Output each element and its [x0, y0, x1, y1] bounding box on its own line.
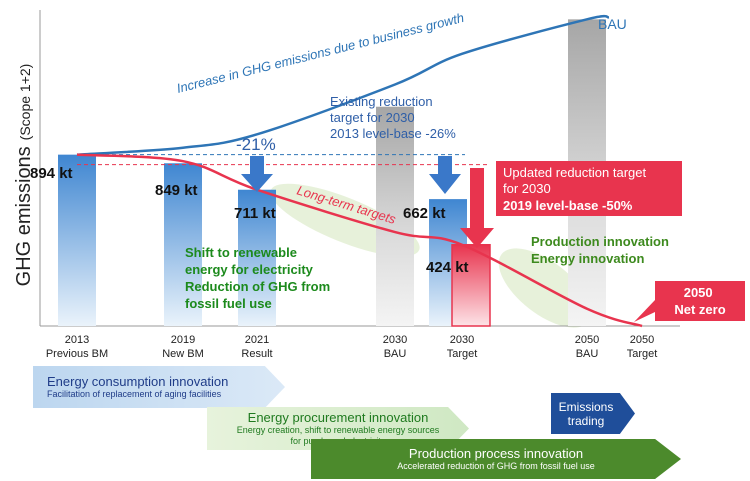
- energy-consumption-subtitle: Facilitation of replacement of aging fac…: [47, 389, 222, 399]
- existing-target-line-3: 2013 level-base -26%: [330, 126, 456, 141]
- net-zero-line-1: 2050: [684, 285, 713, 300]
- pct-21-label: -21%: [236, 135, 276, 154]
- bar-value-label: 894 kt: [30, 165, 73, 182]
- bar-value-label: 711 kt: [234, 205, 276, 222]
- arrow-down-existing-icon: [429, 156, 461, 194]
- bar-value-label: 849 kt: [155, 182, 198, 199]
- energy-consumption-title: Energy consumption innovation: [47, 374, 229, 389]
- production-line-2: Energy innovation: [531, 251, 644, 266]
- updated-target-line-1: Updated reduction target: [503, 165, 646, 180]
- svg-text:GHG emissions(Scope 1+2): GHG emissions (Scope 1+2): [13, 64, 35, 287]
- arrow-down-updated-icon: [460, 168, 494, 248]
- bau-growth-annotation: Increase in GHG emissions due to busines…: [175, 10, 465, 96]
- shift-line-2: energy for electricity: [185, 262, 314, 277]
- production-process-subtitle: Accelerated reduction of GHG from fossil…: [397, 461, 595, 471]
- bar-2-blue: [238, 189, 276, 326]
- emissions-trading-title: Emissions trading: [558, 399, 614, 428]
- bar-1-blue: [164, 163, 202, 326]
- bar-value-label: 424 kt: [426, 259, 469, 276]
- bar-value-label: 662 kt: [403, 205, 446, 222]
- y-axis-title: GHG emissions (Scope 1+2): [13, 64, 35, 287]
- energy-consumption-arrow: Energy consumption innovation Facilitati…: [33, 366, 285, 408]
- updated-target-text: Updated reduction target for 2030 2019 l…: [503, 165, 650, 213]
- updated-target-line-3: 2019 level-base -50%: [503, 198, 633, 213]
- shift-text: Shift to renewable energy for electricit…: [185, 245, 334, 311]
- updated-target-line-2: for 2030: [503, 181, 551, 196]
- production-process-title: Production process innovation: [408, 446, 584, 461]
- shift-line-3: Reduction of GHG from: [185, 279, 330, 294]
- emissions-trading-arrow: Emissions trading: [551, 393, 635, 434]
- energy-procurement-title: Energy procurement innovation: [247, 410, 429, 425]
- existing-target-text: Existing reduction target for 2030 2013 …: [330, 94, 456, 141]
- net-zero-text: 2050 Net zero: [674, 285, 725, 317]
- target-curve-line: [76, 153, 643, 328]
- y-axis-title-sub: (Scope 1+2): [17, 64, 33, 141]
- bar-5-red: [451, 243, 491, 327]
- arrow-down-21-icon: [241, 156, 273, 192]
- bau-curve-line: [76, 14, 610, 156]
- existing-target-line-1: Existing reduction: [330, 94, 433, 109]
- y-axis-title-main: GHG emissions: [13, 146, 35, 286]
- existing-target-line-2: target for 2030: [330, 110, 415, 125]
- shift-line-1: Shift to renewable: [185, 245, 297, 260]
- bau-curve-label: BAU: [598, 16, 627, 32]
- bar-0-blue: [58, 154, 96, 326]
- production-process-arrow: Production process innovation Accelerate…: [311, 439, 681, 479]
- updated-target-box: [496, 161, 682, 216]
- production-line-1: Production innovation: [531, 234, 669, 249]
- net-zero-callout: [634, 281, 745, 322]
- shift-line-4: fossil fuel use: [185, 296, 272, 311]
- net-zero-line-2: Net zero: [674, 302, 725, 317]
- production-text: Production innovation Energy innovation: [531, 234, 673, 266]
- bar-3-gray: [376, 106, 414, 326]
